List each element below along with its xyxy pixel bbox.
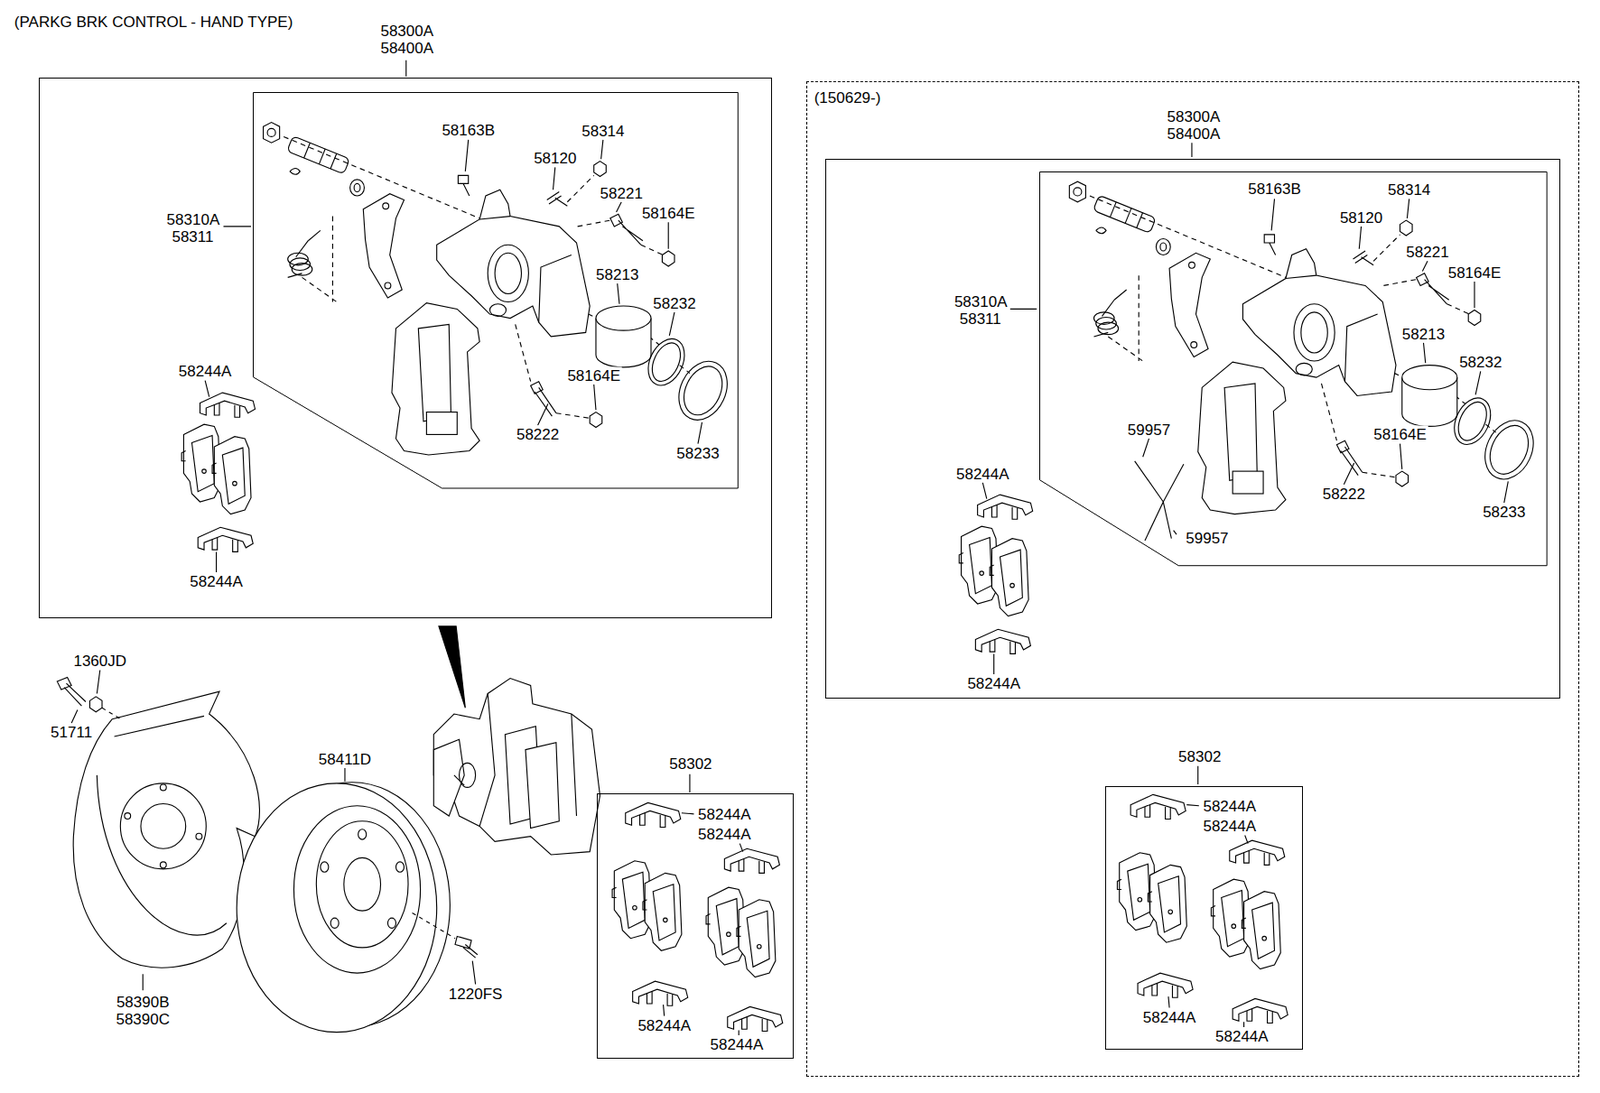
callout-number: 58244A xyxy=(187,573,245,591)
callout-number: 58244A xyxy=(1200,797,1258,815)
callout-number: 58314 xyxy=(1386,181,1433,199)
callout-number: 58233 xyxy=(674,444,721,462)
assembly-outline: 58310A 58311 xyxy=(252,92,738,488)
callout-number: 58390C xyxy=(113,1010,172,1028)
assembly-box: 58300A 58400A58310A 58311 xyxy=(825,158,1561,699)
assembly-heading: 58300A 58400A xyxy=(1167,108,1221,143)
callout-number: 58163B xyxy=(439,120,497,139)
callout-number: 59957 xyxy=(1125,420,1173,438)
diagram-title: (PARKG BRK CONTROL - HAND TYPE) xyxy=(14,13,294,31)
assembly-heading: 58310A 58311 xyxy=(167,211,220,246)
assembly-heading: 58302 xyxy=(669,755,712,773)
callout-number: 1360JD xyxy=(71,652,129,670)
callout-number: 58244A xyxy=(635,1016,693,1034)
callout-number: 58411D xyxy=(316,750,373,768)
callout-number: 51711 xyxy=(48,724,94,742)
callout-number: 58164E xyxy=(1371,426,1429,444)
callout-number: 58222 xyxy=(1320,484,1368,503)
callout-number: 58164E xyxy=(565,366,623,384)
callout-number: 58164E xyxy=(1446,263,1504,281)
callout-number: 58244A xyxy=(954,465,1012,484)
callout-number: 58244A xyxy=(1200,818,1258,836)
callout-number: 58244A xyxy=(1141,1008,1199,1026)
assembly-outline-shape xyxy=(252,92,738,488)
callout-number: 58221 xyxy=(598,184,645,202)
callout-number: 58164E xyxy=(640,204,698,223)
assembly-box: 58300A 58400A58310A 58311 xyxy=(38,77,773,619)
callout-number: 58120 xyxy=(1338,208,1385,226)
assembly-outline-line xyxy=(1040,171,1548,566)
callout-number: 58244A xyxy=(708,1036,766,1054)
callout-number: 58244A xyxy=(696,805,754,823)
callout-number: 59957 xyxy=(1183,529,1230,547)
callout-number: 58314 xyxy=(579,121,626,140)
assembly-heading: 58310A 58311 xyxy=(954,293,1007,328)
callout-number: 58232 xyxy=(651,294,698,312)
callout-number: 58222 xyxy=(514,426,561,444)
callout-number: 58163B xyxy=(1246,180,1303,198)
assembly-outline-line xyxy=(253,92,739,488)
callout-number: 58244A xyxy=(696,826,754,844)
callout-number: 58213 xyxy=(1400,325,1447,343)
callout-number: 58390B xyxy=(114,993,172,1011)
callout-number: 58244A xyxy=(965,675,1023,693)
revision-box: (150629-)58300A 58400A58310A 5831158302 xyxy=(806,81,1581,1078)
assembly-heading: 58300A 58400A xyxy=(380,22,434,57)
callout-number: 58120 xyxy=(531,149,578,168)
callout-number: 1220FS xyxy=(446,985,505,1003)
callout-number: 58213 xyxy=(594,265,641,283)
callout-number: 58232 xyxy=(1457,353,1504,372)
callout-number: 58244A xyxy=(1213,1028,1271,1046)
callout-number: 58233 xyxy=(1480,503,1527,521)
callout-number: 58244A xyxy=(176,362,234,381)
callout-number: 58221 xyxy=(1404,243,1451,261)
assembly-heading: 58302 xyxy=(1178,748,1221,766)
assembly-heading: (150629-) xyxy=(814,89,882,107)
